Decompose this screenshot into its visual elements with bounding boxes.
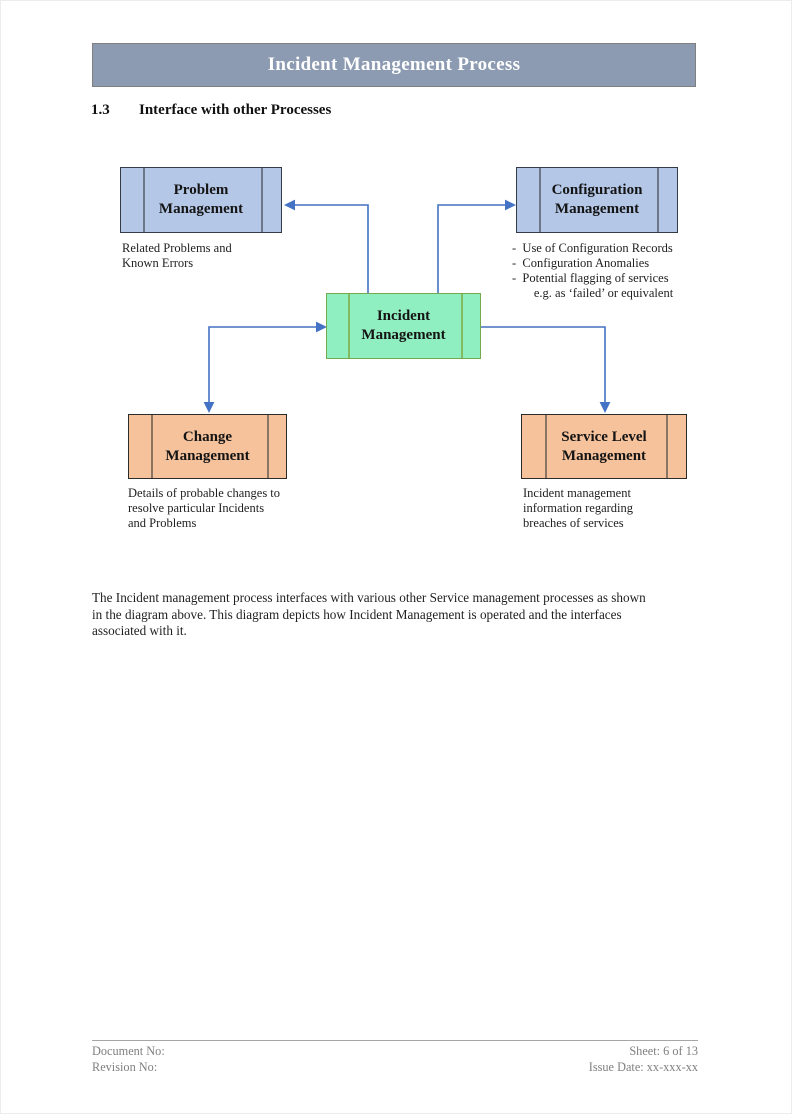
node-stripe-right	[657, 168, 660, 232]
node-configuration-management: Configuration Management	[516, 167, 678, 233]
node-stripe-left	[348, 294, 351, 358]
node-label-problem: Problem Management	[158, 182, 244, 217]
note-change-management: Details of probable changes to resolve p…	[128, 486, 281, 530]
footer-right-block: Sheet: 6 of 13 Issue Date: xx-xxx-xx	[589, 1043, 698, 1075]
arrowhead-into-problem-icon	[284, 199, 295, 211]
sheet-label: Sheet: 6 of 13	[629, 1044, 698, 1058]
node-stripe-right	[261, 168, 264, 232]
section-heading: 1.3 Interface with other Processes	[91, 102, 331, 119]
node-label-service-level: Service Level Management	[561, 428, 647, 464]
node-label-configuration: Configuration Management	[551, 182, 643, 217]
node-stripe-left	[143, 168, 146, 232]
issue-date-label: Issue Date: xx-xxx-xx	[588, 1060, 698, 1074]
connector-incident-to-problem	[294, 204, 369, 293]
node-stripe-right	[266, 415, 269, 478]
document-title: Incident Management Process	[267, 54, 521, 75]
node-label-change: Change Management	[165, 428, 250, 464]
node-stripe-right	[665, 415, 668, 478]
connector-change-incident	[208, 326, 316, 403]
arrowhead-into-configuration-icon	[505, 199, 516, 211]
connector-incident-to-configuration	[437, 204, 506, 293]
node-service-level-management: Service Level Management	[521, 414, 687, 479]
document-no-label: Document No:	[92, 1044, 165, 1058]
connector-incident-to-service-level	[481, 326, 606, 403]
note-configuration-management: - Use of Configuration Records - Configu…	[512, 241, 674, 300]
body-paragraph: The Incident management process interfac…	[92, 590, 646, 638]
note-problem-management: Related Problems and Known Errors	[122, 241, 232, 270]
node-incident-management: Incident Management	[326, 293, 481, 359]
footer-left-block: Document No: Revision No:	[92, 1043, 165, 1075]
arrowhead-into-change-icon	[203, 402, 215, 413]
document-title-banner: Incident Management Process	[92, 43, 696, 87]
arrowhead-into-service-level-icon	[599, 402, 611, 413]
node-stripe-left	[544, 415, 547, 478]
node-problem-management: Problem Management	[120, 167, 282, 233]
node-stripe-right	[461, 294, 464, 358]
page-footer: Document No: Revision No: Sheet: 6 of 13…	[92, 1040, 698, 1075]
section-title: Interface with other Processes	[139, 102, 332, 118]
node-change-management: Change Management	[128, 414, 287, 479]
node-stripe-left	[150, 415, 153, 478]
section-number: 1.3	[91, 102, 110, 118]
revision-no-label: Revision No:	[92, 1060, 158, 1074]
node-label-incident: Incident Management	[361, 308, 446, 343]
note-service-level-management: Incident management information regardin…	[523, 486, 634, 530]
node-stripe-left	[539, 168, 542, 232]
